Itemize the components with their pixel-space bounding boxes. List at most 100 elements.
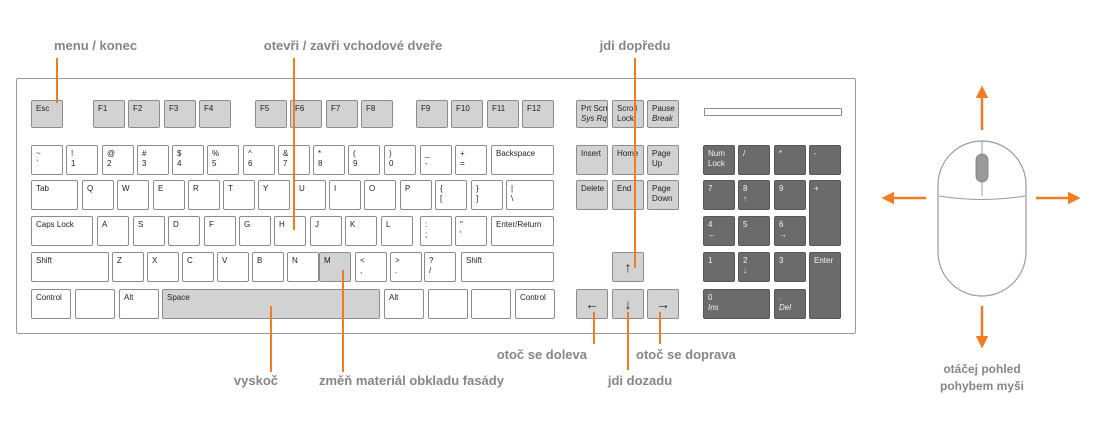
key-rctrl-label: Control [520,293,546,302]
key-u: U [294,180,326,210]
key-v-label: V [222,256,228,265]
key-quote-label: " [460,220,463,229]
key-delete-label: Delete [581,184,605,193]
key-np5: 5 [738,216,770,246]
key-npdiv-label: / [743,149,746,158]
key-delete: Delete [576,180,608,210]
key-bslash-label: | [511,184,514,193]
key-n9-label: ( [353,149,356,158]
key-l-label: L [386,220,391,229]
key-minus-sublabel: - [425,159,428,168]
key-npenter-label: Enter [814,256,834,265]
key-np7: 7 [703,180,735,210]
key-f10-label: F10 [456,104,470,113]
key-np0-sublabel: Ins [708,303,719,312]
key-caps: Caps Lock [31,216,93,246]
key-f10: F10 [451,100,483,128]
key-lbr-sublabel: [ [440,194,443,203]
key-np8-label: 8 [743,184,748,193]
key-f4: F4 [199,100,231,128]
key-o: O [364,180,396,210]
key-n6-sublabel: 6 [248,159,253,168]
key-n7-label: & [283,149,289,158]
key-c: C [182,252,214,282]
key-lbr: {[ [435,180,467,210]
key-f1: F1 [93,100,125,128]
key-f7: F7 [326,100,358,128]
key-scroll-sublabel: Lock [617,114,634,123]
key-np6-label: 6 [779,220,784,229]
key-f8: F8 [361,100,393,128]
key-enter-label: Enter/Return [496,220,542,229]
key-w: W [117,180,149,210]
key-j: J [310,216,342,246]
key-minus-label: _ [425,149,430,158]
key-p-label: P [405,184,411,193]
key-pgup-label: Page [652,149,671,158]
key-backspace-label: Backspace [496,149,536,158]
key-f3-label: F3 [169,104,179,113]
key-period-label: > [395,256,400,265]
key-pause-sublabel: Break [652,114,673,123]
key-pgdn-sublabel: Down [652,194,673,203]
key-tilde-sublabel: ` [36,159,39,168]
key-f11-label: F11 [492,104,506,113]
key-n4-sublabel: 4 [177,159,182,168]
key-e: E [153,180,185,210]
key-q-label: Q [87,184,94,193]
label-mouse-line1: otáčej pohled [943,362,1021,376]
key-r-label: R [193,184,199,193]
key-rwin [428,289,468,319]
key-m-label: M [324,256,331,265]
key-rshift: Shift [461,252,554,282]
key-lctrl-label: Control [36,293,62,302]
key-np4: 4← [703,216,735,246]
key-lbr-label: { [440,184,443,193]
key-up: ↑ [612,252,644,282]
key-tab: Tab [31,180,78,210]
key-esc-label: Esc [36,104,50,113]
key-n3-sublabel: 3 [142,159,147,168]
mouse-icon [937,140,1027,297]
key-f7-label: F7 [331,104,341,113]
keyboard-indicator-panel [704,108,842,116]
key-end-label: End [617,184,632,193]
key-f12: F12 [522,100,554,128]
key-npsub-label: - [814,149,817,158]
key-npsub: - [809,145,841,175]
key-esc: Esc [31,100,63,128]
key-npdot-label: . [779,293,782,302]
key-z-label: Z [117,256,122,265]
label-mouse: otáčej pohled pohybem myši [940,361,1024,395]
key-period: >. [390,252,422,282]
key-n9: (9 [348,145,380,175]
key-d-label: D [173,220,179,229]
key-np6: 6→ [774,216,806,246]
label-door: otevři / zavři vchodové dveře [263,38,443,53]
key-npmul: * [774,145,806,175]
key-tilde: ~` [31,145,63,175]
key-n0-label: ) [389,149,392,158]
key-npdiv: / [738,145,770,175]
key-npdot-sublabel: Del [779,303,792,312]
key-n0: )0 [384,145,416,175]
key-lwin [75,289,115,319]
key-npadd-label: + [814,184,819,193]
key-bslash-sublabel: \ [511,194,514,203]
key-f4-label: F4 [204,104,214,113]
key-f5-label: F5 [260,104,270,113]
key-e-label: E [158,184,164,193]
key-rctrl: Control [515,289,555,319]
key-f6: F6 [290,100,322,128]
key-n6-label: ^ [248,149,252,158]
key-np1-label: 1 [708,256,713,265]
key-numlock-label: Num [708,149,725,158]
key-n1-sublabel: 1 [71,159,76,168]
key-n3: #3 [137,145,169,175]
key-n0-sublabel: 0 [389,159,394,168]
